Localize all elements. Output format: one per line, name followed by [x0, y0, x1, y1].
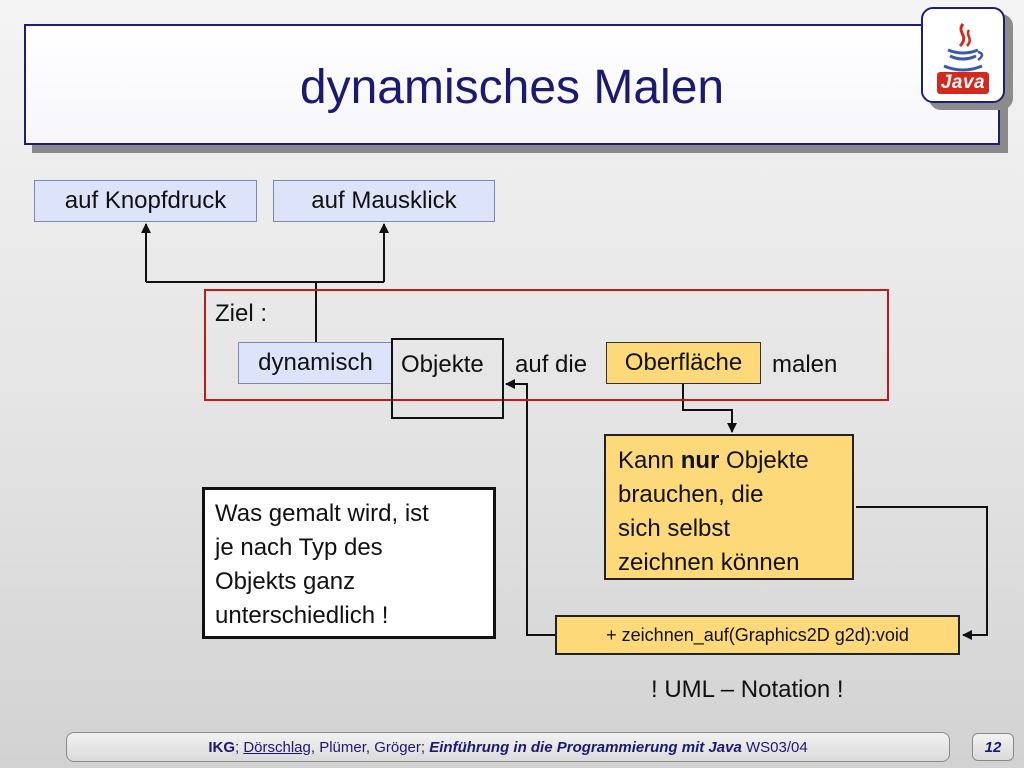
dynamic-word: dynamisch [258, 349, 373, 376]
note-line-2: je nach Typ des [215, 534, 383, 561]
footer-term: WS03/04 [745, 738, 808, 756]
requirement-line-3: sich selbst [618, 515, 731, 542]
surface-word: Oberfläche [624, 349, 743, 376]
button-press-label: auf Knopfdruck [64, 187, 227, 214]
arrow-requirement-to-method [856, 506, 988, 640]
dynamic-box: dynamisch [238, 342, 393, 384]
requirement-line-2: brauchen, die [618, 481, 764, 508]
note-line-3: Objekts ganz [215, 568, 356, 595]
mouse-click-label: auf Mausklick [311, 187, 457, 214]
java-coffee-cup-icon [943, 23, 984, 72]
footer-ikg: IKG [208, 738, 235, 756]
requirement-box: Kann nur Objekte brauchen, die sich selb… [604, 434, 854, 580]
footer-course: Einführung in die Programmierung mit Jav… [429, 738, 742, 756]
method-signature: + zeichnen_auf(Graphics2D g2d):void [606, 624, 909, 645]
java-logo-text: Java [936, 72, 990, 94]
connector-dynamic-to-triggers [146, 281, 384, 342]
title-bar: dynamisches Malen [24, 24, 1000, 145]
footer-author-link[interactable]: Dörschlag [243, 738, 311, 756]
page-number: 12 [972, 733, 1014, 761]
mouse-click-box: auf Mausklick [273, 180, 495, 222]
requirement-line-4: zeichnen können [618, 549, 800, 576]
method-signature-box: + zeichnen_auf(Graphics2D g2d):void [555, 615, 960, 655]
note-line-1: Was gemalt wird, ist [215, 500, 429, 527]
arrow-method-to-objects [505, 379, 555, 636]
goal-label: Ziel : [215, 300, 268, 327]
button-press-box: auf Knopfdruck [34, 180, 257, 222]
page-number-value: 12 [984, 738, 1002, 756]
goal-frame [204, 289, 889, 401]
on-the-word: auf die [515, 351, 588, 378]
note-box: Was gemalt wird, ist je nach Typ des Obj… [202, 487, 496, 639]
footer-authors-rest: , Plümer, Gröger; [310, 738, 426, 756]
surface-box: Oberfläche [606, 342, 761, 384]
uml-notation-note: ! UML – Notation ! [651, 676, 844, 703]
requirement-line1-rest: Objekte [719, 447, 809, 474]
objects-word: Objekte [401, 351, 484, 378]
requirement-emphasis: nur [680, 447, 720, 474]
footer-sep: ; [234, 738, 240, 756]
java-logo: Java [921, 7, 1005, 103]
slide-title: dynamisches Malen [299, 61, 725, 114]
requirement-prefix: Kann [618, 447, 681, 474]
footer-bar: IKG; Dörschlag, Plümer, Gröger; Einführu… [66, 732, 950, 762]
paint-word: malen [772, 351, 838, 378]
requirement-line-1: Kann nur Objekte [618, 447, 809, 474]
objects-box [391, 338, 504, 419]
arrow-surface-to-requirement [682, 384, 737, 433]
note-line-4: unterschiedlich ! [215, 602, 389, 629]
